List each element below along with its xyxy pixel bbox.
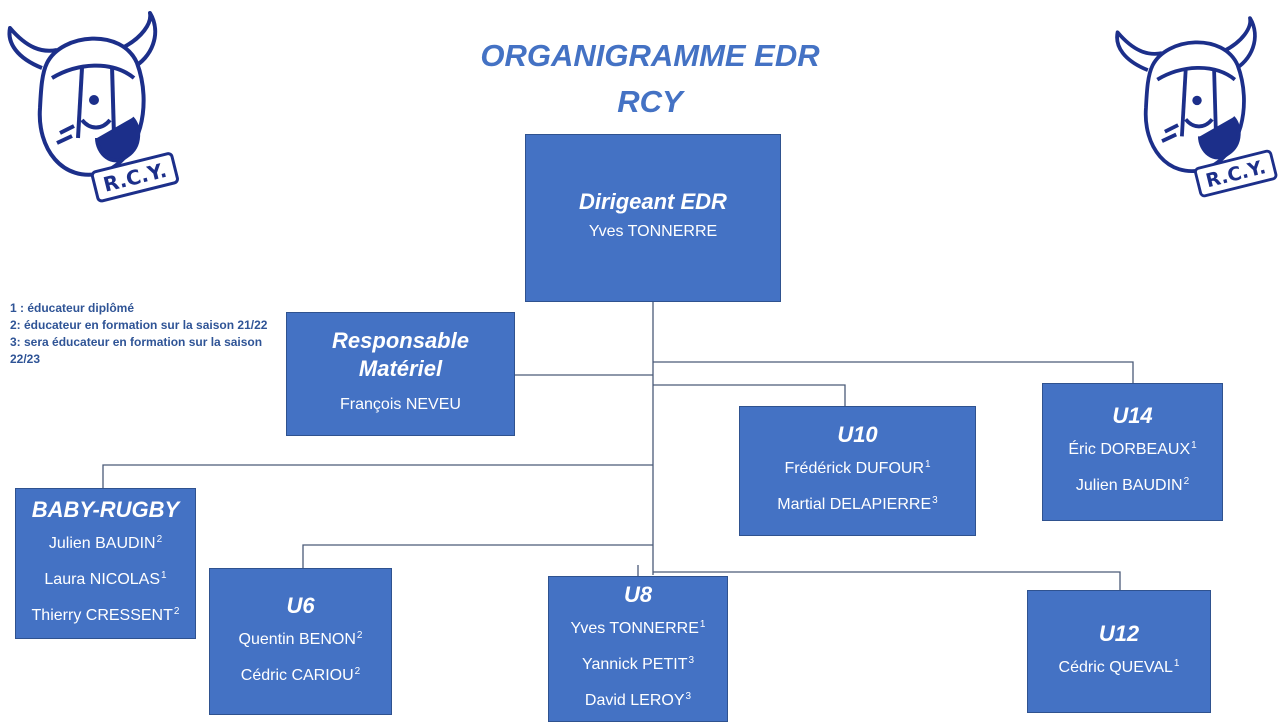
- box-u12-role: U12: [1098, 620, 1140, 646]
- box-u10-member: Martial DELAPIERRE3: [777, 495, 938, 513]
- box-u8: U8 Yves TONNERRE1 Yannick PETIT3 David L…: [548, 576, 728, 722]
- legend: 1 : éducateur diplômé 2: éducateur en fo…: [10, 300, 270, 368]
- connector-u12: [653, 571, 1121, 590]
- box-materiel-role-line1: Responsable: [332, 328, 469, 353]
- box-u14-member: Éric DORBEAUX1: [1068, 440, 1197, 458]
- page-title-line1: ORGANIGRAMME EDR: [480, 38, 820, 73]
- rcy-logo-left: R.C.Y.: [7, 11, 179, 203]
- box-u6-member: Quentin BENON2: [238, 629, 363, 648]
- connector-u14: [653, 361, 1134, 383]
- box-dirigeant-member: Yves TONNERRE: [588, 223, 718, 240]
- box-baby-rugby: BABY-RUGBY Julien BAUDIN2 Laura NICOLAS1…: [15, 488, 196, 639]
- legend-item-2: 2: éducateur en formation sur la saison …: [10, 318, 268, 332]
- connector-u6: [302, 544, 653, 568]
- box-u10-member: Frédérick DUFOUR1: [784, 459, 931, 477]
- box-u10: U10 Frédérick DUFOUR1 Martial DELAPIERRE…: [739, 406, 976, 536]
- box-dirigeant-role: Dirigeant EDR: [579, 189, 727, 214]
- legend-item-1: 1 : éducateur diplômé: [10, 301, 135, 315]
- box-baby-member: Thierry CRESSENT2: [31, 605, 180, 624]
- box-u14-member: Julien BAUDIN2: [1075, 476, 1190, 494]
- box-u8-role: U8: [623, 582, 653, 607]
- box-u6-role: U6: [286, 592, 315, 618]
- box-u8-member: David LEROY3: [584, 691, 692, 709]
- box-u14-role: U14: [1112, 403, 1153, 428]
- box-baby-role: BABY-RUGBY: [31, 496, 180, 522]
- connector-u10: [653, 384, 846, 406]
- box-u8-member: Yves TONNERRE1: [570, 619, 706, 637]
- box-u6: U6 Quentin BENON2 Cédric CARIOU2: [209, 568, 392, 715]
- box-materiel-member: François NEVEU: [340, 396, 461, 413]
- box-baby-member: Julien BAUDIN2: [48, 533, 163, 552]
- page-title-line2: RCY: [617, 84, 683, 119]
- box-u14: U14 Éric DORBEAUX1 Julien BAUDIN2: [1042, 383, 1223, 521]
- box-u12: U12 Cédric QUEVAL1: [1027, 590, 1211, 713]
- box-u8-member: Yannick PETIT3: [581, 655, 695, 673]
- box-u12-member: Cédric QUEVAL1: [1058, 657, 1180, 676]
- box-materiel: Responsable Matériel François NEVEU: [286, 312, 515, 436]
- box-u10-role: U10: [837, 422, 878, 447]
- box-baby-member: Laura NICOLAS1: [44, 569, 167, 588]
- box-dirigeant: Dirigeant EDR Yves TONNERRE: [525, 134, 781, 302]
- box-materiel-role-line2: Matériel: [358, 356, 443, 381]
- legend-item-3: 3: sera éducateur en formation sur la sa…: [10, 335, 263, 366]
- connector-baby: [102, 464, 653, 488]
- box-u6-member: Cédric CARIOU2: [240, 665, 361, 684]
- rcy-logo-right: R.C.Y.: [1115, 16, 1278, 198]
